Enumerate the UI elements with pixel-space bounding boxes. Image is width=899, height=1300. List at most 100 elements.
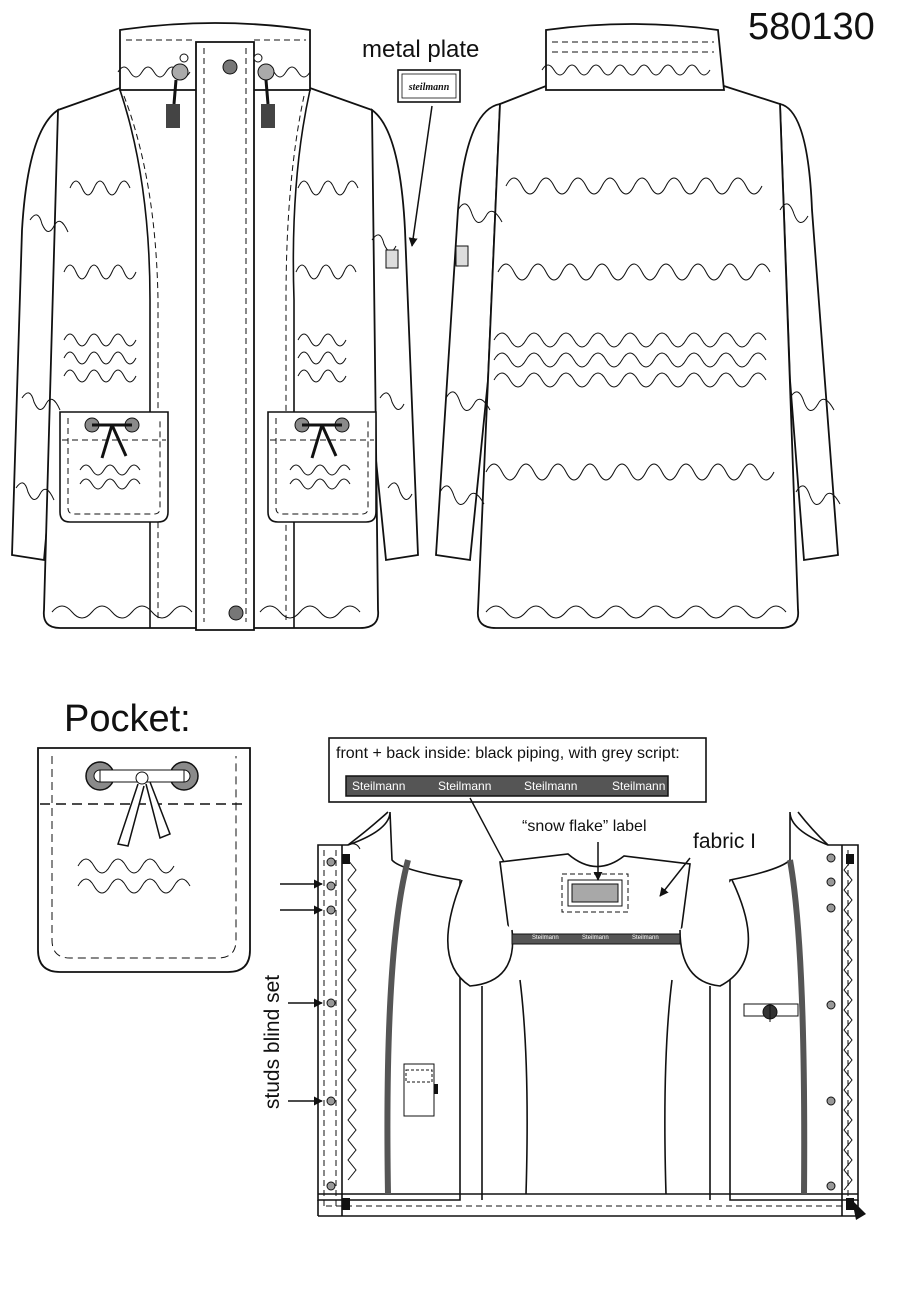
front-details	[15, 39, 413, 628]
snow-flake-label-text: “snow flake” label	[522, 818, 647, 835]
stud-icon	[826, 1096, 836, 1106]
quilt-line	[69, 180, 131, 196]
quilt-line	[63, 264, 137, 280]
corner-tabs	[342, 854, 854, 1210]
fabric-label: fabric I	[693, 830, 757, 853]
metal-plate-icon	[397, 69, 461, 103]
pocket-quilt-line	[77, 858, 191, 894]
hem-gathers	[485, 605, 787, 619]
stud-icon	[326, 905, 336, 915]
quilt-line	[505, 177, 763, 195]
inside-lining	[481, 979, 711, 1200]
quilt-line	[63, 369, 137, 383]
quilt-line	[63, 333, 137, 347]
quilt-line	[387, 482, 413, 500]
armhole-left	[447, 879, 514, 987]
back-view-jacket	[435, 23, 839, 629]
tape-word: Steilmann	[438, 779, 492, 793]
quilt-line	[297, 333, 347, 347]
quilt-line	[541, 64, 711, 76]
snap-icon	[222, 59, 238, 75]
tape-word: Steilmann	[352, 779, 406, 793]
label-patch-icon	[571, 883, 619, 903]
tape-word: Steilmann	[524, 779, 578, 793]
quilt-line	[497, 263, 771, 281]
back-collar	[545, 23, 725, 91]
quilt-line	[439, 485, 485, 505]
quilt-line	[493, 372, 767, 388]
armhole-right	[679, 879, 750, 987]
front-seam-right	[285, 95, 305, 620]
cord-end-icon	[166, 104, 180, 128]
stud-icon	[326, 857, 336, 867]
back-details	[439, 41, 841, 619]
cord-stopper-icon	[257, 63, 275, 81]
back-body	[476, 85, 800, 629]
drawcord-bow-icon	[92, 423, 132, 459]
inside-fastener	[743, 1003, 799, 1022]
piping-mini-word: Steilmann	[632, 935, 659, 941]
inside-pocket	[403, 1063, 438, 1117]
hem-gathers	[51, 605, 193, 619]
drawcord-bow-icon	[302, 423, 342, 459]
back-neck-piping	[511, 933, 681, 945]
quilt-line	[779, 203, 809, 223]
quilt-line	[493, 332, 767, 348]
stud-arrows	[280, 879, 323, 1106]
cord-end-icon	[261, 104, 275, 128]
hem-gathers	[259, 605, 361, 619]
piping-mini-word: Steilmann	[532, 935, 559, 941]
quilt-line	[63, 351, 137, 365]
stud-icon	[826, 903, 836, 913]
quilt-line	[379, 392, 405, 410]
quilt-line	[21, 392, 61, 411]
piping-note: front + back inside: black piping, with …	[336, 745, 680, 762]
pocket-title: Pocket:	[64, 698, 191, 740]
collar-hardware	[166, 53, 275, 621]
snap-icon	[228, 605, 244, 621]
quilt-line	[493, 352, 767, 368]
front-placket	[195, 41, 255, 631]
back-left-sleeve	[435, 102, 501, 562]
stud-icon	[826, 1000, 836, 1010]
hanger-loop-icon	[852, 1200, 866, 1220]
metal-plate-arrow	[408, 105, 433, 247]
quilt-line	[15, 482, 55, 501]
quilt-line	[457, 203, 503, 223]
stud-icon	[326, 1181, 336, 1191]
piping-mini-word: Steilmann	[582, 935, 609, 941]
cord-knot-icon	[135, 771, 149, 785]
front-left-facing	[119, 89, 151, 628]
stud-icon	[826, 877, 836, 887]
pocket-detail	[37, 747, 251, 973]
quilt-line	[29, 214, 69, 233]
front-left-pocket	[59, 411, 169, 523]
quilt-line	[297, 180, 359, 196]
quilt-line	[485, 463, 775, 481]
stud-icon	[326, 998, 336, 1008]
quilt-line	[297, 351, 347, 365]
metal-plate-callout	[397, 69, 461, 247]
quilt-line	[445, 391, 491, 411]
quilt-line	[297, 369, 347, 383]
fabric-arrow	[659, 857, 691, 897]
plate-brand-text: steilmann	[408, 82, 450, 93]
stud-icon	[826, 1181, 836, 1191]
metal-plate-label: metal plate	[362, 36, 480, 63]
branded-piping-tape	[345, 775, 669, 797]
stud-icon	[326, 1096, 336, 1106]
sleeve-plate-icon	[455, 245, 469, 267]
style-number: 580130	[748, 6, 875, 48]
facing-piping-right	[787, 859, 808, 1195]
studs-blind-set-label: studs blind set	[261, 974, 284, 1110]
quilt-line	[789, 391, 835, 411]
cord-stopper-icon	[171, 63, 189, 81]
quilt-line	[795, 485, 841, 505]
sleeve-plate-icon	[385, 249, 399, 269]
snow-flake-label	[561, 842, 629, 913]
quilt-line	[295, 264, 357, 280]
front-right-sleeve	[367, 108, 419, 562]
stud-icon	[326, 881, 336, 891]
stud-icon	[826, 853, 836, 863]
